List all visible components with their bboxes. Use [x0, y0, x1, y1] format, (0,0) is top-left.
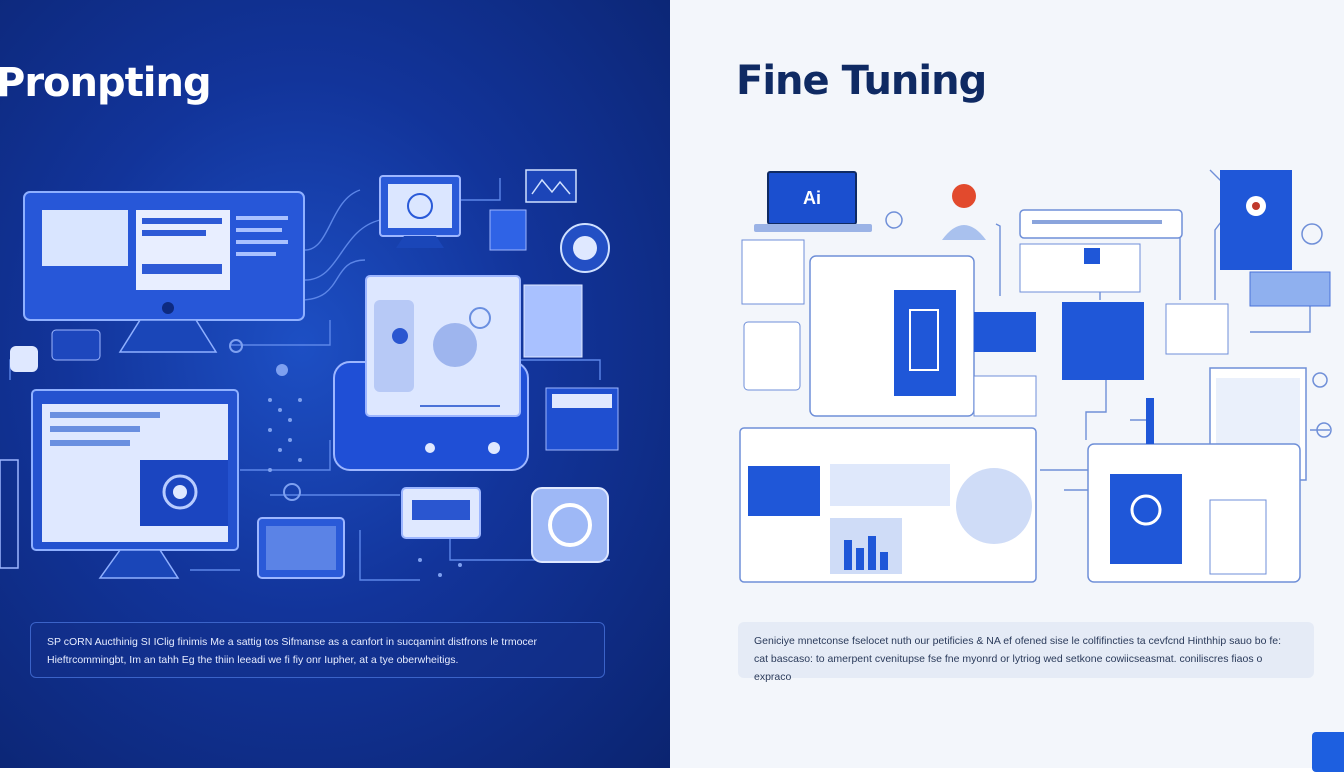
- prompting-caption: SP cORN Aucthinig SI IClig finimis Me a …: [30, 622, 605, 678]
- fine-tuning-illustration: Ai: [739, 169, 1332, 583]
- small-monitor-icon: [379, 175, 461, 248]
- prompting-title: Pronpting: [0, 60, 212, 106]
- fine-tuning-title: Fine Tuning: [736, 58, 987, 104]
- desktop-monitor-icon: [23, 191, 305, 353]
- fine-tuning-caption-line-2: cat bascaso: to amerpent cvenitupse fse …: [754, 653, 1263, 683]
- ai-laptop-icon: Ai: [754, 171, 872, 232]
- prompting-caption-line-2: Hieftrcommingbt, Im an tahh Eg the thiin…: [47, 654, 459, 666]
- prompting-illustration: [0, 169, 619, 581]
- corner-button[interactable]: [1312, 732, 1344, 772]
- ai-label: Ai: [803, 188, 821, 208]
- prompting-caption-line-1: SP cORN Aucthinig SI IClig finimis Me a …: [47, 636, 537, 648]
- fine-tuning-caption: Geniciye mnetconse fselocet nuth our pet…: [738, 622, 1314, 683]
- prompting-panel: Pronpting SP cORN Aucthinig SI IClig fin…: [0, 0, 670, 768]
- fine-tuning-caption-line-1: Geniciye mnetconse fselocet nuth our pet…: [754, 635, 1282, 647]
- tablet-icon: [333, 275, 529, 471]
- laptop-icon: [31, 389, 239, 579]
